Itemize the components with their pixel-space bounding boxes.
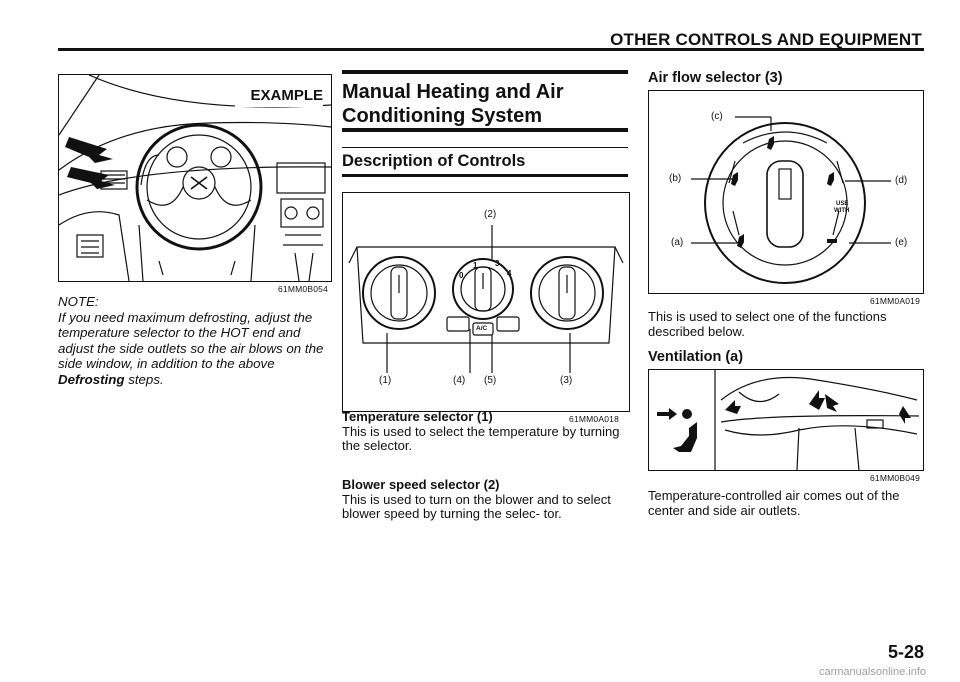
ac-button-label: A/C — [476, 325, 488, 332]
note-text: If you need maximum defrosting, adjust t… — [58, 310, 324, 388]
dial-mark-3: 3 — [495, 259, 500, 268]
callout-2: (2) — [484, 209, 497, 220]
with-label: WITH — [834, 208, 850, 214]
dial-mark-1: 1 — [473, 261, 478, 270]
page-number: 5-28 — [887, 642, 924, 662]
ventilation-drawing — [657, 370, 920, 470]
ventilation-heading: Ventilation (a) — [648, 349, 744, 365]
callout-4: (4) — [453, 375, 466, 386]
airflow-mode-b: (b) — [669, 173, 682, 184]
dial-mark-4: 4 — [507, 269, 512, 278]
note-tail: steps. — [124, 371, 164, 387]
airflow-mode-e: (e) — [895, 237, 908, 248]
page-header-title: OTHER CONTROLS AND EQUIPMENT — [610, 30, 922, 49]
note-block: NOTE: If you need maximum defrosting, ad… — [58, 294, 324, 387]
ventilation-illustration — [648, 369, 924, 471]
section-bottom-rule — [342, 128, 628, 132]
figure-id: 61MM0A019 — [870, 296, 920, 306]
figure-id: 61MM0B049 — [870, 473, 920, 483]
blower-speed-block: Blower speed selector (2) This is used t… — [342, 477, 628, 522]
figure-label-example: EXAMPLE — [248, 87, 325, 104]
controls-panel-drawing — [348, 225, 624, 373]
blower-speed-heading: Blower speed selector (2) — [342, 477, 500, 492]
callout-3: (3) — [560, 375, 573, 386]
dial-mark-0: 0 — [459, 271, 464, 280]
controls-panel-illustration: (2) 0 1 3 4 A/C (1) (4) (5) (3) — [342, 192, 630, 412]
figure-id: 61MM0A018 — [569, 414, 619, 424]
airflow-mode-a: (a) — [671, 237, 684, 248]
note-bold-term: Defrosting — [58, 371, 125, 387]
figure-id: 61MM0B054 — [278, 284, 328, 294]
section-title: Manual Heating and Air Conditioning Syst… — [342, 80, 628, 128]
temperature-selector-block: Temperature selector (1) This is used to… — [342, 409, 628, 454]
use-label: USE — [836, 201, 849, 207]
ventilation-description: Temperature-controlled air comes out of … — [648, 488, 900, 518]
airflow-selector-drawing — [691, 116, 891, 284]
note-body: If you need maximum defrosting, adjust t… — [58, 309, 324, 372]
dashboard-illustration: EXAMPLE — [58, 74, 332, 282]
temperature-selector-text: This is used to select the temperature b… — [342, 423, 620, 454]
subsection-title: Description of Controls — [342, 152, 526, 170]
callout-1: (1) — [379, 375, 392, 386]
note-heading: NOTE: — [58, 294, 99, 309]
dashboard-drawing — [59, 75, 331, 281]
subsection-top-rule — [342, 147, 628, 148]
airflow-heading: Air flow selector (3) — [648, 70, 783, 86]
section-title-line-1: Manual Heating and Air — [342, 81, 564, 103]
airflow-mode-c: (c) — [711, 111, 723, 122]
header-rule — [58, 48, 924, 51]
callout-5: (5) — [484, 375, 497, 386]
section-top-rule — [342, 70, 628, 74]
subsection-bottom-rule — [342, 174, 628, 177]
airflow-selector-illustration: (c) (b) (a) (d) (e) USE WITH — [648, 90, 924, 294]
temperature-selector-heading: Temperature selector (1) — [342, 409, 493, 424]
watermark: carmanualsonline.info — [818, 666, 926, 678]
section-title-line-2: Conditioning System — [342, 105, 542, 127]
airflow-mode-d: (d) — [895, 175, 908, 186]
blower-speed-text: This is used to turn on the blower and t… — [342, 491, 611, 522]
airflow-description: This is used to select one of the functi… — [648, 309, 887, 339]
